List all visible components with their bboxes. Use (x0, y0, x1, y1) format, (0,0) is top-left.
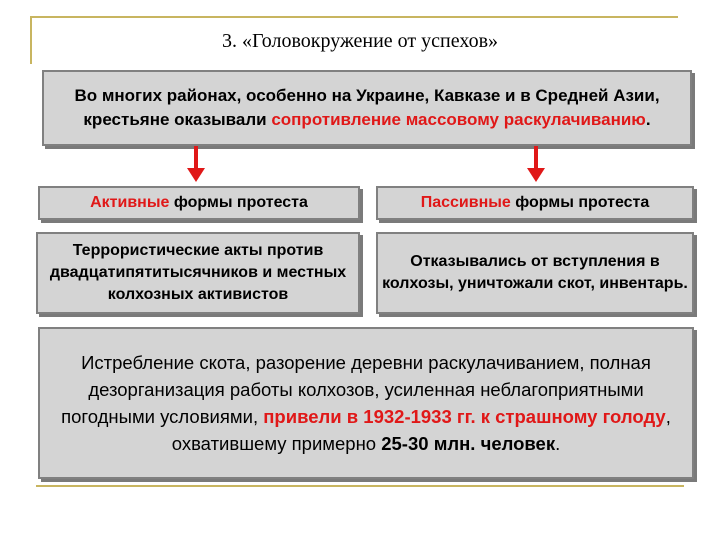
intro-text: Во многих районах, особенно на Украине, … (74, 86, 660, 129)
summary-box: Истребление скота, разорение деревни рас… (38, 327, 694, 479)
passive-detail-text: Отказывались от вступления в колхозы, ун… (382, 253, 688, 292)
active-forms-detail: Террористические акты против двадцатипят… (36, 232, 360, 314)
summary-final: . (555, 433, 561, 454)
top-rule (30, 16, 678, 18)
passive-highlight: Пассивные (420, 194, 511, 211)
summary-highlight: привели в 1932-1933 гг. к страшному голо… (263, 406, 666, 427)
left-rule (30, 16, 32, 64)
intro-end: . (645, 110, 651, 129)
passive-forms-heading: Пассивные формы протеста (376, 186, 694, 220)
active-forms-heading: Активные формы протеста (38, 186, 360, 220)
arrow-down-right-icon (527, 146, 545, 182)
bottom-rule (36, 485, 684, 487)
passive-forms-detail: Отказывались от вступления в колхозы, ун… (376, 232, 694, 314)
arrow-down-left-icon (187, 146, 205, 182)
intro-box: Во многих районах, особенно на Украине, … (42, 70, 692, 146)
active-rest: формы протеста (169, 194, 308, 211)
slide-title: 3. «Головокружение от успехов» (221, 30, 499, 52)
intro-highlight: сопротивление массовому раскулачиванию (271, 110, 646, 129)
summary-bold-end: 25-30 млн. человек (381, 433, 556, 454)
summary-text: Истребление скота, разорение деревни рас… (61, 352, 651, 427)
active-detail-text: Террористические акты против двадцатипят… (49, 242, 347, 303)
active-highlight: Активные (90, 194, 170, 211)
summary-middle: , охватившему примерно (171, 406, 671, 454)
passive-rest: формы протеста (510, 194, 650, 211)
